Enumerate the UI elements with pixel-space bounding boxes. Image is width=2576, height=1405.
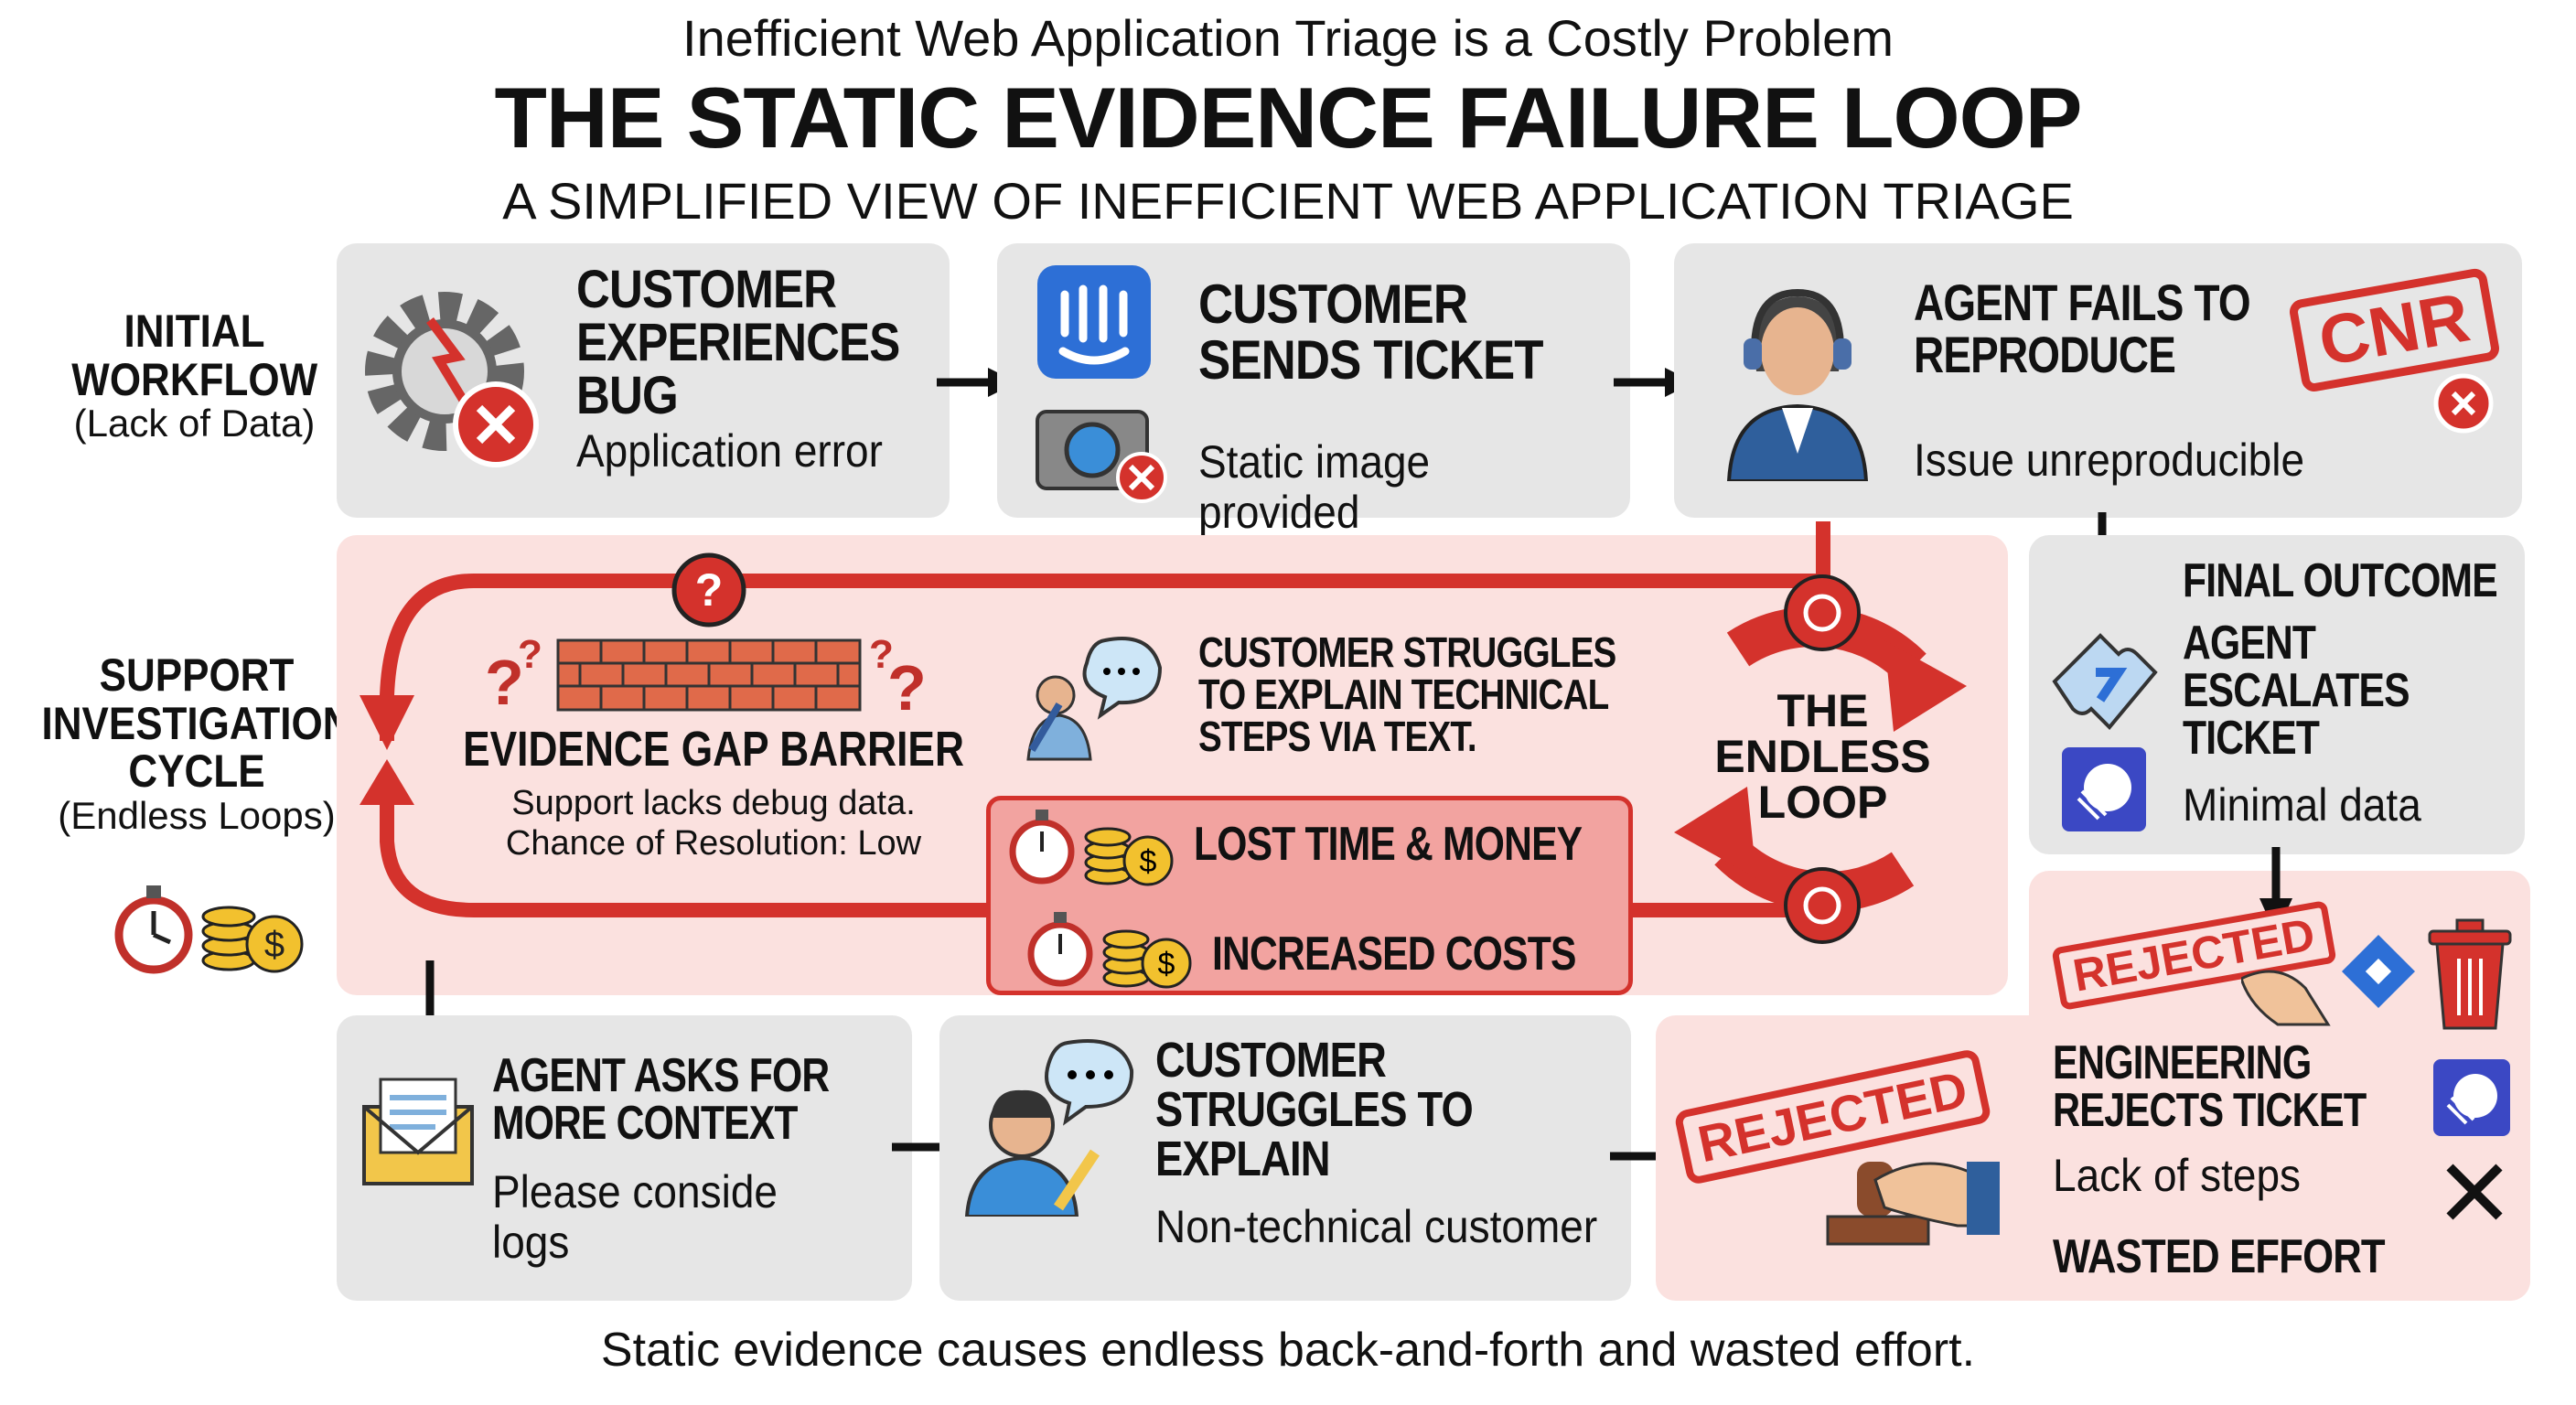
step-customer-sends-ticket: CUSTOMER SENDS TICKET Static image provi… <box>997 243 1630 538</box>
step-title: AGENT FAILS TO REPRODUCE <box>1914 273 2251 384</box>
step-desc: Non-technical customer <box>1155 1201 1598 1252</box>
error-x-icon <box>2431 371 2496 435</box>
svg-text:?: ? <box>887 652 924 723</box>
step-agent-asks-context: AGENT ASKS FOR MORE CONTEXT Please consi… <box>337 1015 912 1301</box>
step-agent-fails-to-reproduce: AGENT FAILS TO REPRODUCE Issue unreprodu… <box>1674 243 2522 518</box>
envelope-icon <box>359 1070 478 1189</box>
page-title: THE STATIC EVIDENCE FAILURE LOOP <box>494 70 2083 166</box>
step-title: CUSTOMER STRUGGLES TO EXPLAIN <box>1155 1033 1474 1186</box>
label-initial-workflow: INITIAL WORKFLOW (Lack of Data) <box>55 307 334 444</box>
loop-center-line: LOOP <box>1757 777 1888 828</box>
label-title: INITIAL <box>123 306 265 357</box>
linear-app-icon <box>2062 747 2146 831</box>
svg-text:$: $ <box>264 925 284 965</box>
svg-text:$: $ <box>1140 844 1157 879</box>
svg-text:?: ? <box>869 632 894 677</box>
label-note: (Endless Loops) <box>58 793 336 837</box>
step-customer-struggles: CUSTOMER STRUGGLES TO EXPLAIN Non-techni… <box>939 1015 1631 1301</box>
cost-box: $ LOST TIME & MONEY $ INCREASED COSTS <box>986 796 1633 995</box>
page-subtitle: A SIMPLIFIED VIEW OF INEFFICIENT WEB APP… <box>502 172 2074 230</box>
step-desc: Please conside logs <box>492 1166 778 1268</box>
close-x-icon <box>2442 1160 2506 1224</box>
camera-error-icon <box>1034 393 1171 503</box>
step-desc: Issue unreproducible <box>1914 434 2305 486</box>
svg-text:?: ? <box>485 647 524 718</box>
final-heading: FINAL OUTCOME <box>2183 554 2498 607</box>
trash-icon <box>2424 915 2516 1034</box>
engineering-rejects-box: REJECTED ENGINEERING REJECTS TICKET Lack… <box>1656 1015 2530 1301</box>
label-note: (Lack of Data) <box>73 402 316 445</box>
confused-customer-icon <box>958 1034 1150 1217</box>
label-support-cycle: SUPPORT INVESTIGATION CYCLE (Endless Loo… <box>18 651 375 836</box>
step-desc: Application error <box>576 425 883 477</box>
stopwatch-coins-icon: $ <box>1005 802 1179 890</box>
step-title: ENGINEERING REJECTS TICKET <box>2053 1036 2367 1137</box>
loop-center-line: THE <box>1776 685 1869 736</box>
step-desc: Static image provided <box>1198 436 1431 538</box>
barrier-desc: Support lacks debug data. <box>511 784 916 822</box>
person-typing-icon <box>1023 631 1187 768</box>
loop-center-label: THE ENDLESS LOOP <box>1701 688 1944 825</box>
step-customer-experiences-bug: CUSTOMER EXPERIENCES BUG Application err… <box>337 243 950 518</box>
step-title: CUSTOMER EXPERIENCES BUG <box>576 260 900 425</box>
label-title: INVESTIGATION <box>41 697 352 749</box>
stopwatch-coins-icon: $ <box>110 878 311 979</box>
cost-lost-time: LOST TIME & MONEY <box>1194 818 1583 871</box>
stopwatch-coins-icon: $ <box>1024 905 1197 992</box>
linear-app-icon <box>2433 1059 2510 1136</box>
endless-loop-icon <box>1647 567 1994 951</box>
brick-wall-icon: ???? <box>485 622 924 723</box>
hand-icon <box>2241 951 2333 1034</box>
barrier-desc: Chance of Resolution: Low <box>505 824 922 863</box>
label-title: CYCLE <box>128 745 265 797</box>
chat-app-icon <box>1037 265 1151 379</box>
final-desc: Minimal data <box>2183 779 2421 831</box>
step-title: AGENT ASKS FOR MORE CONTEXT <box>492 1049 830 1150</box>
wasted-effort: WASTED EFFORT <box>2053 1230 2386 1283</box>
question-badge-icon: ? <box>670 551 748 629</box>
svg-text:$: $ <box>1158 947 1175 981</box>
barrier-title: EVIDENCE GAP BARRIER <box>463 722 964 777</box>
loop-center-line: ENDLESS <box>1714 731 1931 782</box>
gear-error-icon <box>357 284 549 476</box>
cost-increased: INCREASED COSTS <box>1212 928 1576 981</box>
step-desc: Lack of steps <box>2053 1150 2302 1201</box>
loop-arrows <box>360 521 1830 917</box>
struggle-text: CUSTOMER STRUGGLES TO EXPLAIN TECHNICAL … <box>1198 628 1616 760</box>
svg-text:?: ? <box>518 632 542 677</box>
label-title: WORKFLOW <box>71 353 318 405</box>
support-agent-icon <box>1711 271 1884 481</box>
footer-caption: Static evidence causes endless back-and-… <box>600 1324 1976 1377</box>
step-title: CUSTOMER SENDS TICKET <box>1198 273 1544 391</box>
svg-text:?: ? <box>695 564 724 616</box>
final-outcome-box: FINAL OUTCOME AGENT ESCALATES TICKET Min… <box>2029 535 2525 854</box>
ticket-icon <box>2045 627 2164 736</box>
stamp-hand-icon <box>1820 1125 2003 1290</box>
kicker: Inefficient Web Application Triage is a … <box>682 9 1894 67</box>
jira-icon <box>2338 931 2419 1012</box>
label-title: SUPPORT <box>99 649 295 701</box>
final-title: AGENT ESCALATES TICKET <box>2183 617 2410 765</box>
